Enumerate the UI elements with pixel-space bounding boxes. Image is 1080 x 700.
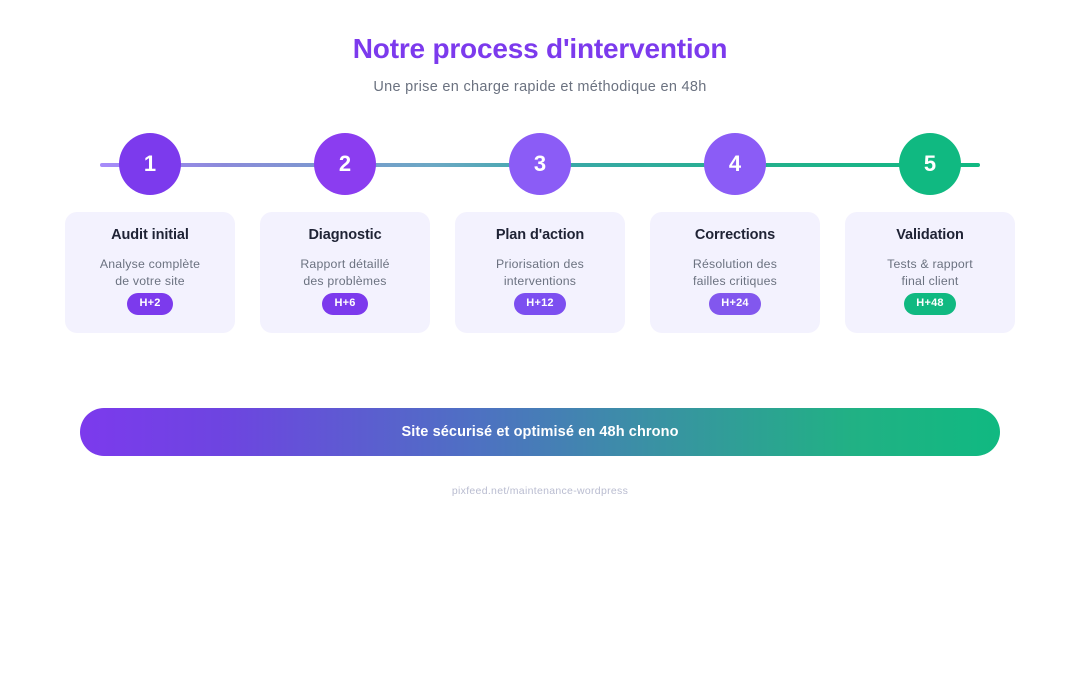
step-card-description: Tests & rapport final client [855,245,1005,289]
step-card-title: Audit initial [111,227,189,243]
page-title: Notre process d'intervention [352,33,728,64]
page-header: Notre process d'intervention Une prise e… [0,32,1080,97]
step-card-description-line2: des problèmes [303,273,387,288]
cta-banner[interactable]: Site sécurisé et optimisé en 48h chrono [80,408,1000,456]
step-card-description: Priorisation des interventions [465,245,615,289]
timeline-step-circle-4[interactable]: 4 [704,133,766,195]
step-card-badge: H+24 [709,293,761,315]
footer-url: pixfeed.net/maintenance-wordpress [451,485,629,497]
step-card-description-line1: Analyse complète [99,257,201,271]
step-card-description-line1: Tests & rapport [887,257,973,271]
step-card-badge-wrap: H+2 [65,293,235,315]
step-card-badge-wrap: H+12 [455,293,625,315]
step-card-description-line2: failles critiques [692,273,778,288]
step-card-description: Rapport détaillé des problèmes [270,245,420,289]
step-card-title: Diagnostic [308,227,382,243]
step-card-description: Résolution des failles critiques [660,245,810,289]
timeline-step-circle-5[interactable]: 5 [899,133,961,195]
step-card-description-line2: final client [901,273,959,288]
step-card-title: Validation [896,227,964,243]
step-card-badge: H+2 [127,293,173,315]
step-card-badge: H+12 [514,293,566,315]
step-card-badge-wrap: H+24 [650,293,820,315]
step-card-description-line1: Résolution des [692,257,778,271]
step-card-badge-wrap: H+6 [260,293,430,315]
step-card-title: Plan d'action [495,227,585,243]
timeline-step-circle-2[interactable]: 2 [314,133,376,195]
step-card-description-line2: de votre site [115,273,185,288]
cta-banner-label: Site sécurisé et optimisé en 48h chrono [401,424,679,440]
timeline-step-circle-3[interactable]: 3 [509,133,571,195]
timeline-steps: 1 2 3 4 5 [0,133,1080,197]
step-card-description: Analyse complète de votre site [75,245,225,289]
step-card-badge-wrap: H+48 [845,293,1015,315]
timeline-step-circle-1[interactable]: 1 [119,133,181,195]
step-card-description-line2: interventions [503,273,577,288]
footer: pixfeed.net/maintenance-wordpress [0,481,1080,499]
step-card-badge: H+6 [322,293,368,315]
step-card-description-line1: Priorisation des [496,257,584,271]
timeline: 1 2 3 4 5 [0,133,1080,197]
step-card-title: Corrections [694,227,776,243]
step-card-description-line1: Rapport détaillé [300,257,390,271]
step-card-badge: H+48 [904,293,956,315]
page-subtitle: Une prise en charge rapide et méthodique… [373,79,707,95]
